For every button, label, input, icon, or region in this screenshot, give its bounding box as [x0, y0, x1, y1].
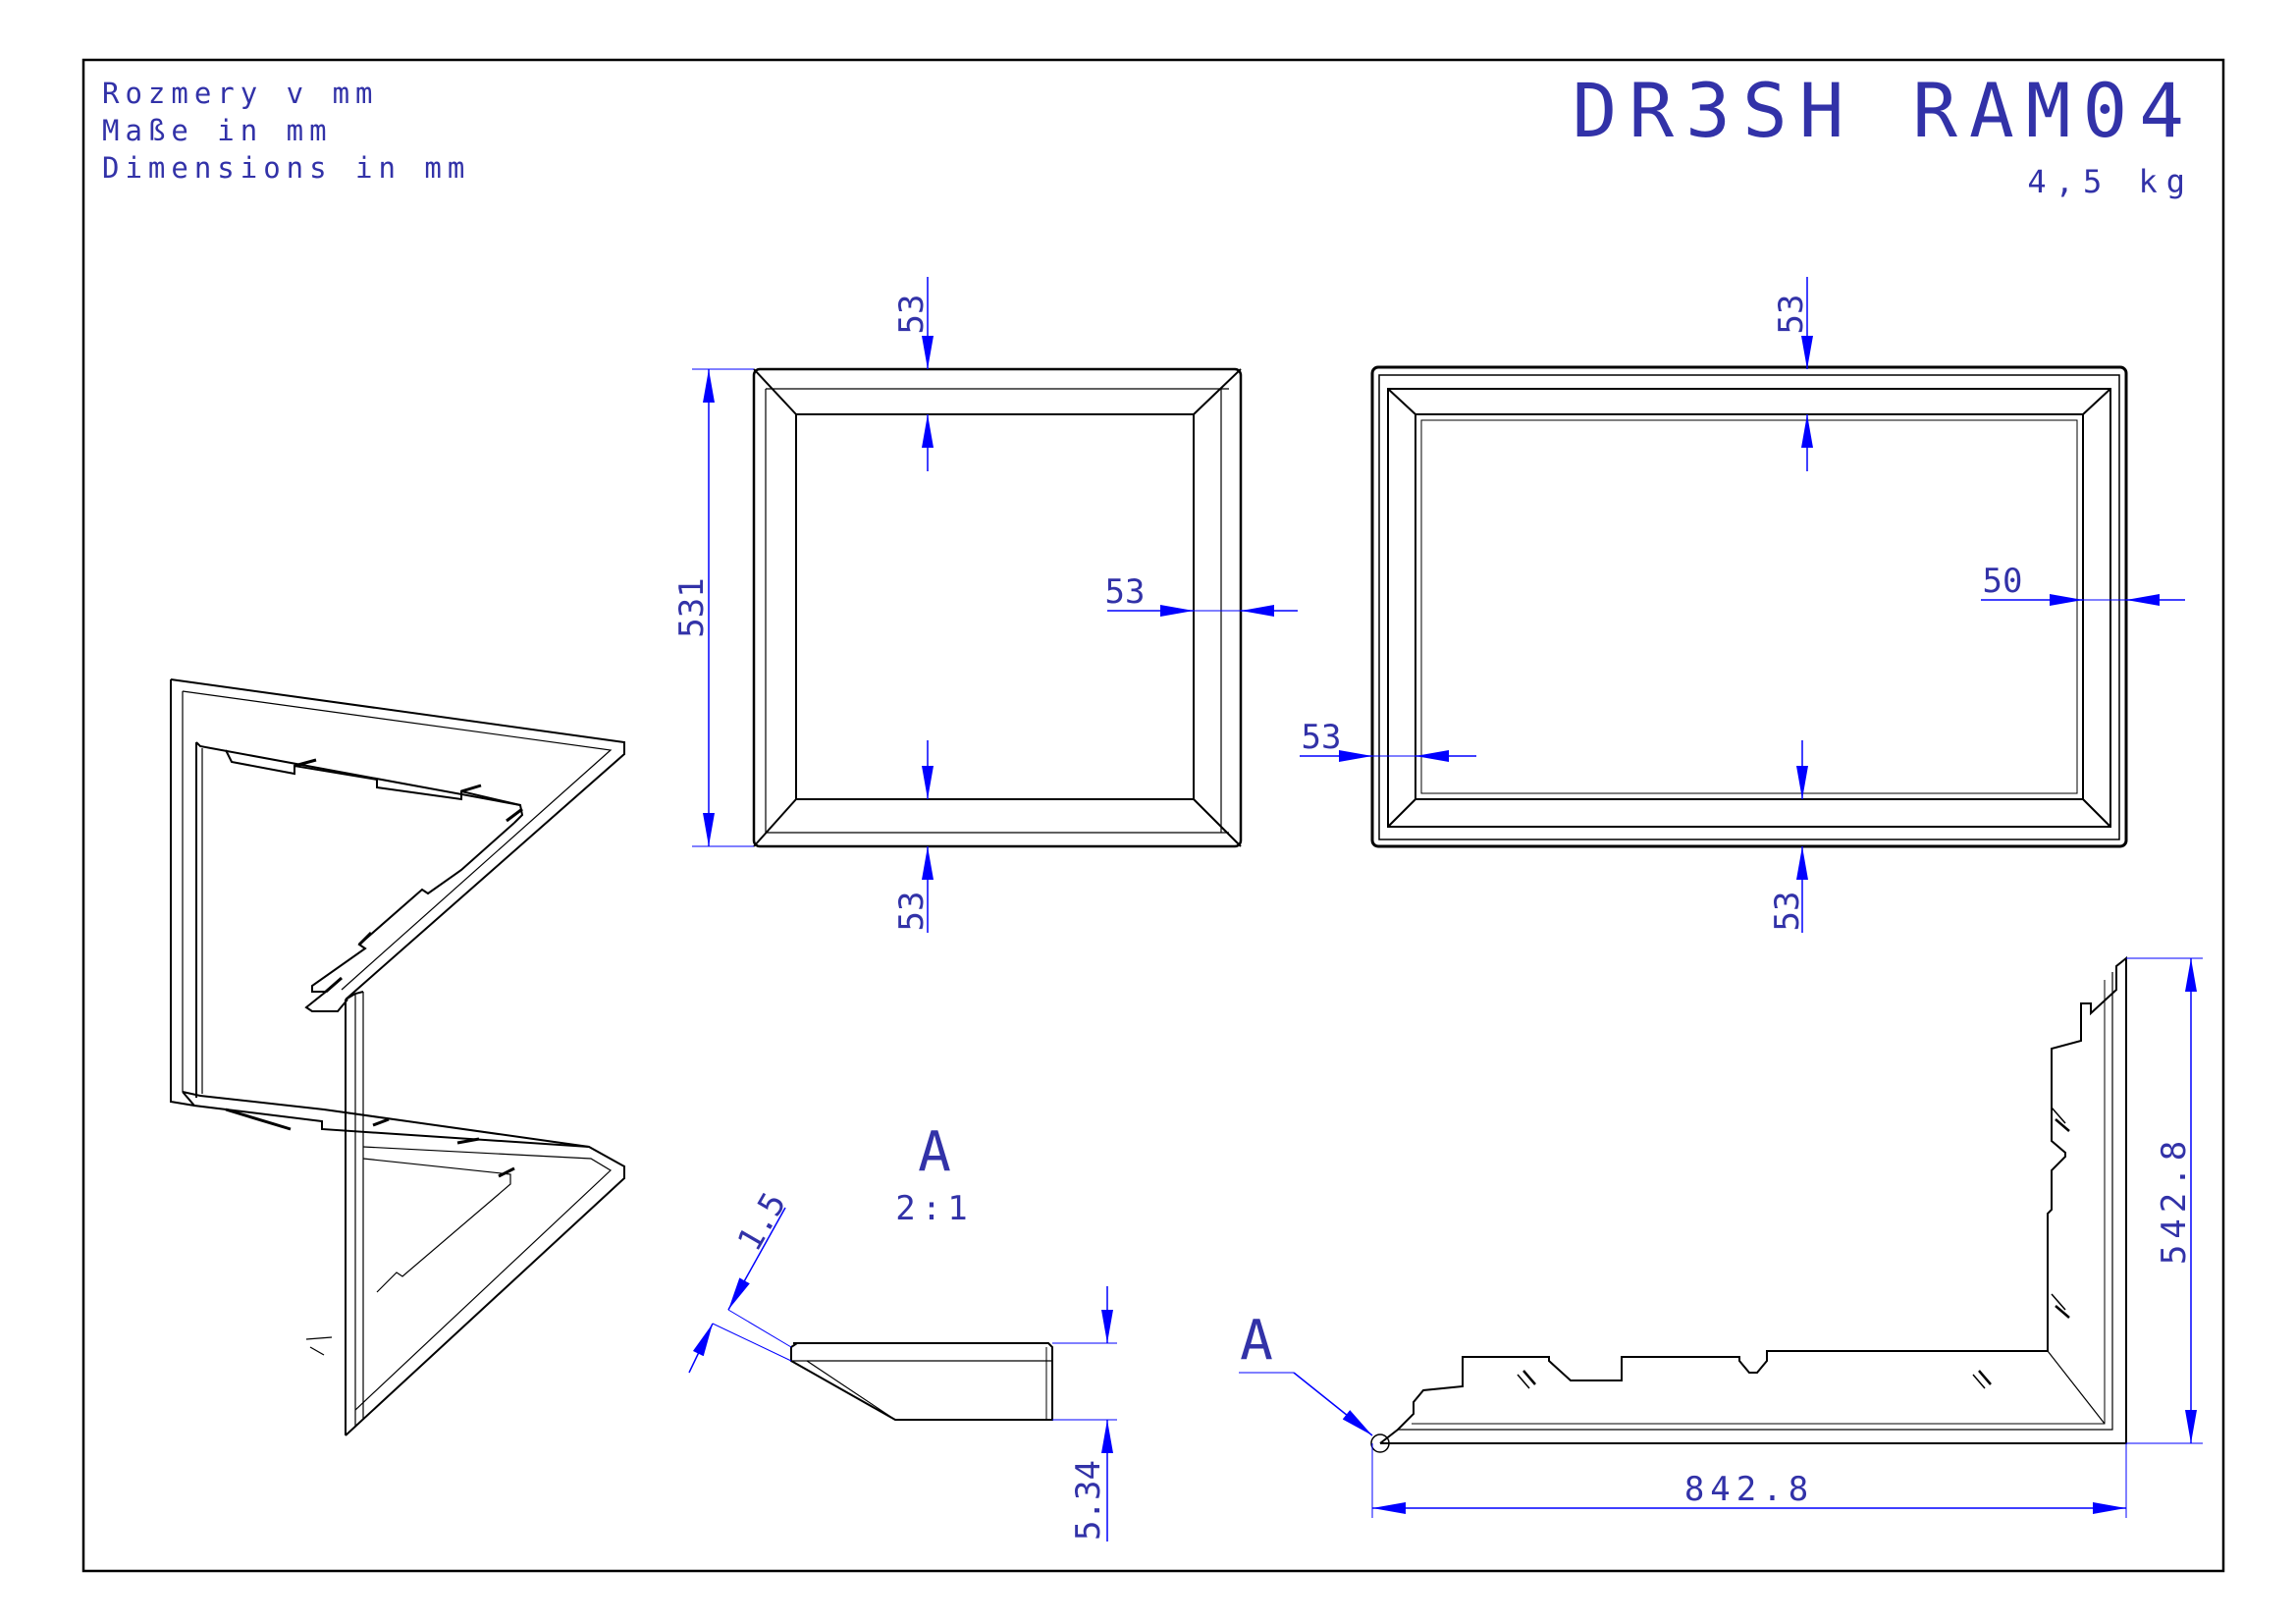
- part-weight: 4,5 kg: [2027, 163, 2194, 200]
- note-units-german: Maße in mm: [102, 114, 333, 147]
- dim-rear-left: 53: [1302, 718, 1342, 757]
- dim-thickness: 1.5: [730, 1186, 794, 1258]
- sheet-border: [81, 58, 2225, 1573]
- dim-front-height: 531: [672, 577, 712, 637]
- detail-a-profile: [790, 1342, 1053, 1421]
- detail-a-label: A: [918, 1120, 951, 1184]
- dim-front-bottom: 53: [892, 892, 932, 932]
- front-view-dimensions: [692, 277, 1298, 933]
- isometric-view: [170, 678, 625, 1436]
- detail-a-dimensions: [688, 1207, 1117, 1542]
- dim-flat-width: 842.8: [1684, 1470, 1814, 1509]
- detail-a-callout-label: A: [1240, 1309, 1273, 1373]
- dim-front-top: 53: [892, 295, 932, 335]
- flat-pattern-dimensions: [1239, 957, 2203, 1518]
- flat-pattern-l: [1370, 955, 2127, 1453]
- rear-view-dimensions: [1300, 277, 2185, 933]
- dim-rear-bottom: 53: [1768, 892, 1807, 932]
- dim-profile-height: 5.34: [1069, 1460, 1108, 1541]
- rear-view-frame: [1370, 365, 2128, 848]
- dim-rear-top: 53: [1772, 295, 1811, 335]
- note-units-english: Dimensions in mm: [102, 151, 471, 185]
- part-code-title: DR3SH RAM04: [1572, 67, 2196, 154]
- dim-rear-right: 50: [1983, 562, 2023, 601]
- front-view-frame: [752, 367, 1243, 848]
- dim-front-right: 53: [1105, 572, 1146, 612]
- note-units-slovak: Rozmery v mm: [102, 77, 379, 110]
- detail-a-scale: 2:1: [895, 1189, 973, 1228]
- dim-flat-height: 542.8: [2155, 1135, 2194, 1265]
